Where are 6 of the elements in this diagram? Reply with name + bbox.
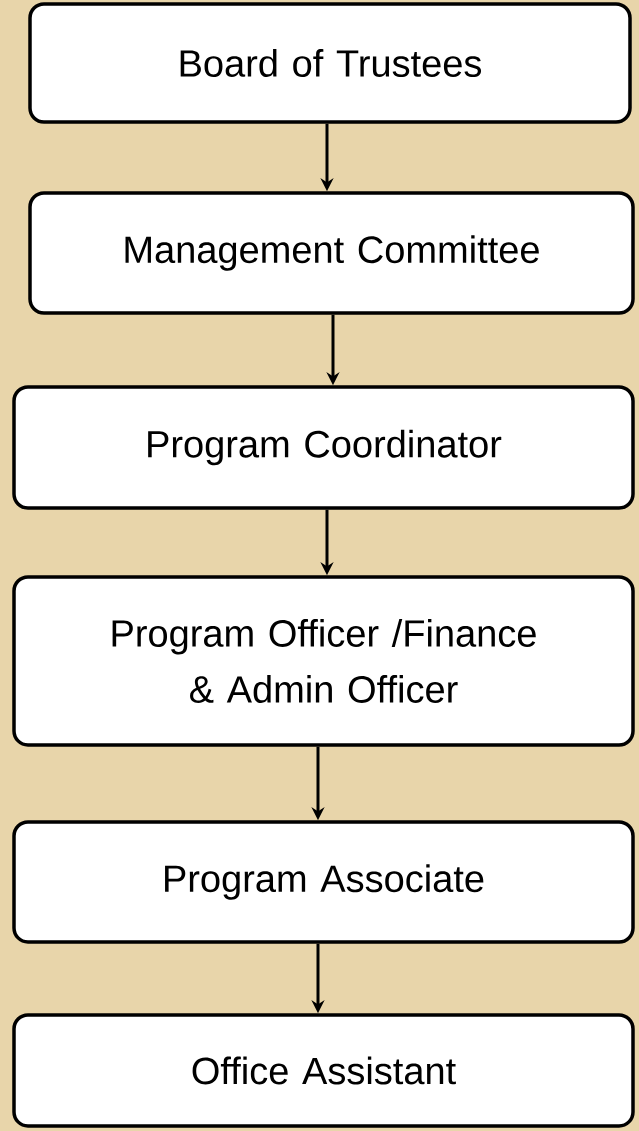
- process-box: Program Officer /Finance & Admin Officer: [12, 575, 635, 747]
- process-box: Board of Trustees: [28, 2, 632, 124]
- process-box: Program Associate: [12, 820, 635, 944]
- process-box: Office Assistant: [12, 1013, 635, 1128]
- process-box: Management Committee: [28, 191, 635, 315]
- process-box: Program Coordinator: [12, 385, 635, 510]
